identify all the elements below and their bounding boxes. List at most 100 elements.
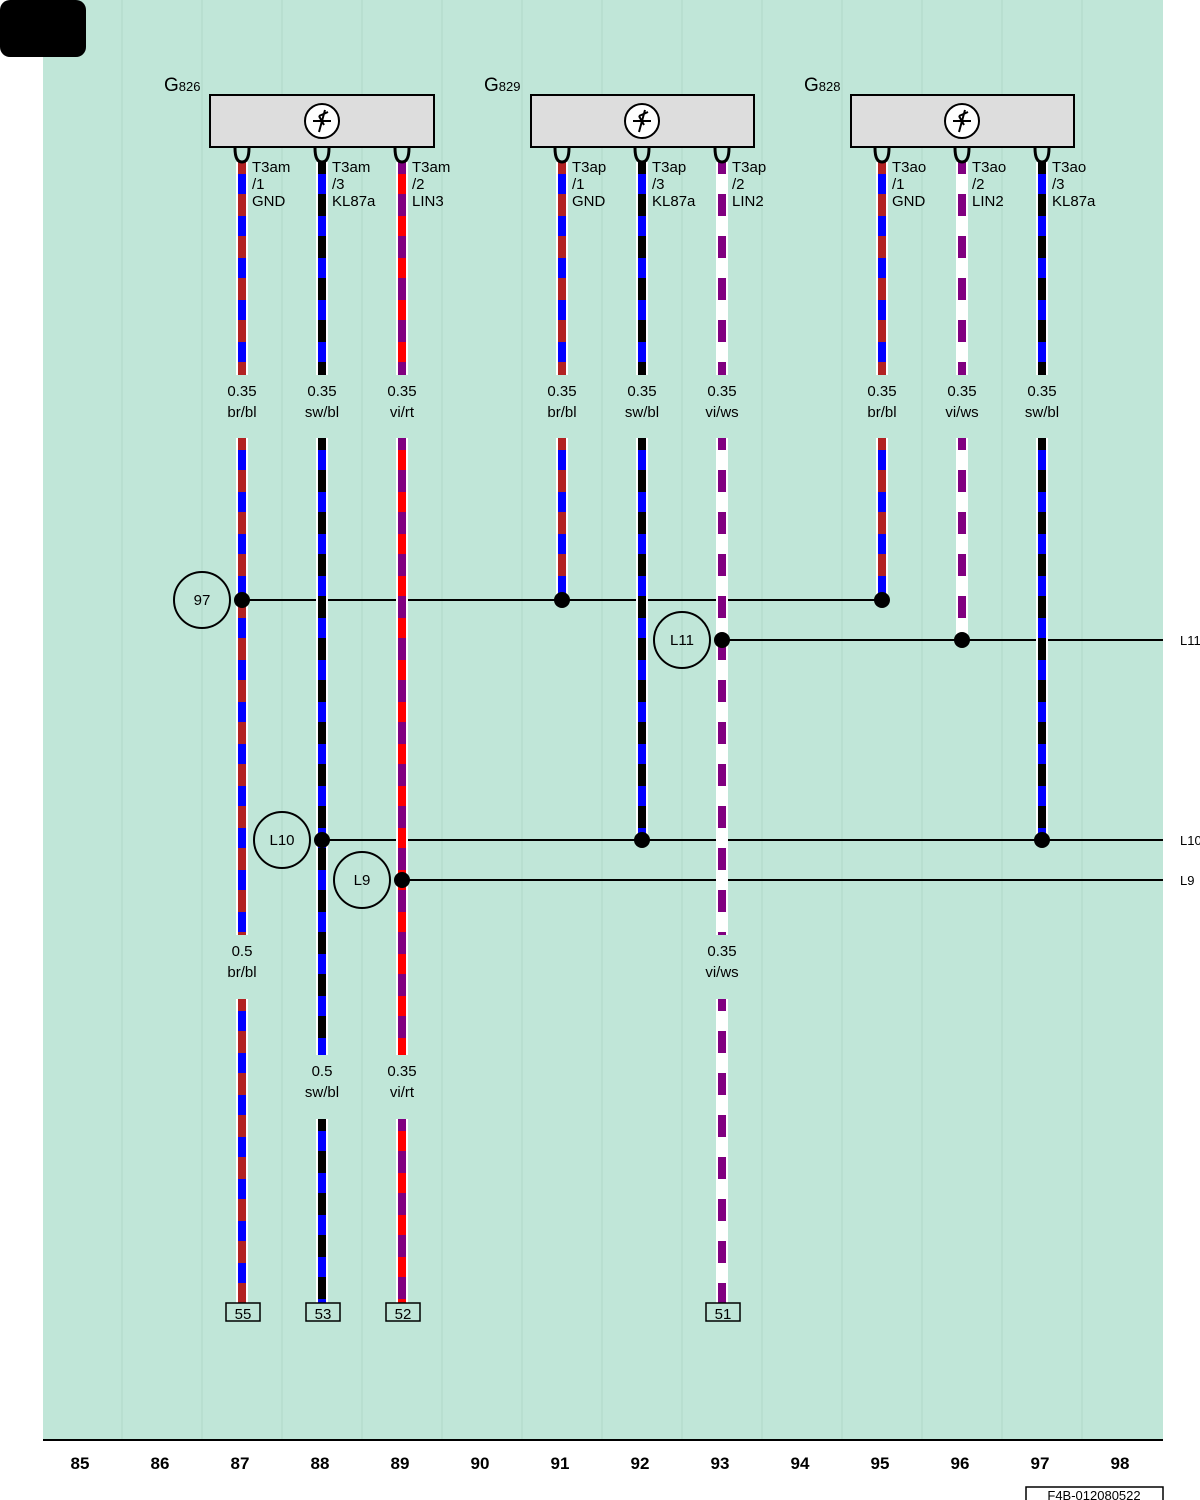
svg-text:55: 55 — [235, 1306, 252, 1323]
wire-95[interactable] — [873, 147, 891, 600]
sensor-icon — [944, 103, 980, 139]
column-number: 92 — [631, 1454, 650, 1473]
terminal-53[interactable]: 53 — [305, 1302, 341, 1323]
pin-connector-icon — [393, 147, 411, 164]
junction-dots — [234, 592, 1050, 888]
terminal-51[interactable]: 51 — [705, 1302, 741, 1323]
connection-marker-97[interactable]: 97 — [173, 571, 231, 629]
pin-connector-icon — [873, 147, 891, 164]
pin-connector-icon — [313, 147, 331, 164]
column-number: 88 — [311, 1454, 330, 1473]
connection-markers: 97 L11 L10 L9 — [173, 571, 711, 909]
wire-96[interactable] — [953, 147, 971, 640]
wire-97[interactable] — [1033, 147, 1051, 840]
component-g829[interactable]: G829 — [484, 75, 755, 148]
junction-dot — [314, 832, 330, 848]
pin-connector-icon — [953, 147, 971, 164]
wire-87[interactable] — [233, 147, 251, 1303]
column-number: 95 — [871, 1454, 890, 1473]
terminals: 55 53 52 51 — [225, 1302, 741, 1323]
component-label: G826 — [164, 75, 200, 96]
svg-text:53: 53 — [315, 1306, 332, 1323]
terminal-55[interactable]: 55 — [225, 1302, 261, 1323]
junction-dot — [394, 872, 410, 888]
component-label: G829 — [484, 75, 520, 96]
column-number: 90 — [471, 1454, 490, 1473]
svg-text:L9: L9 — [354, 872, 371, 889]
junction-dot — [954, 632, 970, 648]
column-number: 96 — [951, 1454, 970, 1473]
column-number: 87 — [231, 1454, 250, 1473]
component-label: G828 — [804, 75, 840, 96]
wires — [233, 147, 1051, 1303]
column-number: 93 — [711, 1454, 730, 1473]
wire-93[interactable] — [713, 147, 731, 1303]
right-label-l11: L11 — [1180, 633, 1200, 648]
pin-connector-icon — [553, 147, 571, 164]
wire-91[interactable] — [553, 147, 571, 600]
column-number: 97 — [1031, 1454, 1050, 1473]
pin-connector-icon — [1033, 147, 1051, 164]
junction-dot — [874, 592, 890, 608]
junction-dot — [714, 632, 730, 648]
corner-tab — [0, 0, 86, 57]
wire-88[interactable] — [313, 147, 331, 1303]
svg-text:L10: L10 — [269, 832, 294, 849]
connection-marker-l10[interactable]: L10 — [253, 811, 311, 869]
junction-dot — [634, 832, 650, 848]
junction-dot — [554, 592, 570, 608]
pin-connector-icon — [713, 147, 731, 164]
column-number: 86 — [151, 1454, 170, 1473]
svg-text:51: 51 — [715, 1306, 732, 1323]
sensor-icon — [304, 103, 340, 139]
pin-connector-icon — [233, 147, 251, 164]
column-number: 91 — [551, 1454, 570, 1473]
column-number: 98 — [1111, 1454, 1130, 1473]
component-g828[interactable]: G828 — [804, 75, 1075, 148]
column-number: 89 — [391, 1454, 410, 1473]
svg-text:52: 52 — [395, 1306, 412, 1323]
svg-text:F4B-012080522: F4B-012080522 — [1047, 1488, 1140, 1500]
wire-89[interactable] — [393, 147, 411, 1303]
junction-dot — [234, 592, 250, 608]
pin-connector-icon — [633, 147, 651, 164]
right-edge-labels: L11 L10 L9 — [1180, 633, 1200, 888]
wire-92[interactable] — [633, 147, 651, 840]
column-number: 94 — [791, 1454, 810, 1473]
column-gridlines — [121, 0, 1083, 1440]
sensor-icon — [624, 103, 660, 139]
connection-marker-l11[interactable]: L11 — [653, 611, 711, 669]
component-g826[interactable]: G826 — [164, 75, 435, 148]
junction-dot — [1034, 832, 1050, 848]
right-label-l10: L10 — [1180, 833, 1200, 848]
diagram-background — [43, 0, 1163, 1440]
right-label-l9: L9 — [1180, 873, 1194, 888]
terminal-52[interactable]: 52 — [385, 1302, 421, 1323]
connection-marker-l9[interactable]: L9 — [333, 851, 391, 909]
footer-code: F4B-012080522 — [1025, 1486, 1164, 1500]
svg-text:97: 97 — [194, 592, 211, 609]
